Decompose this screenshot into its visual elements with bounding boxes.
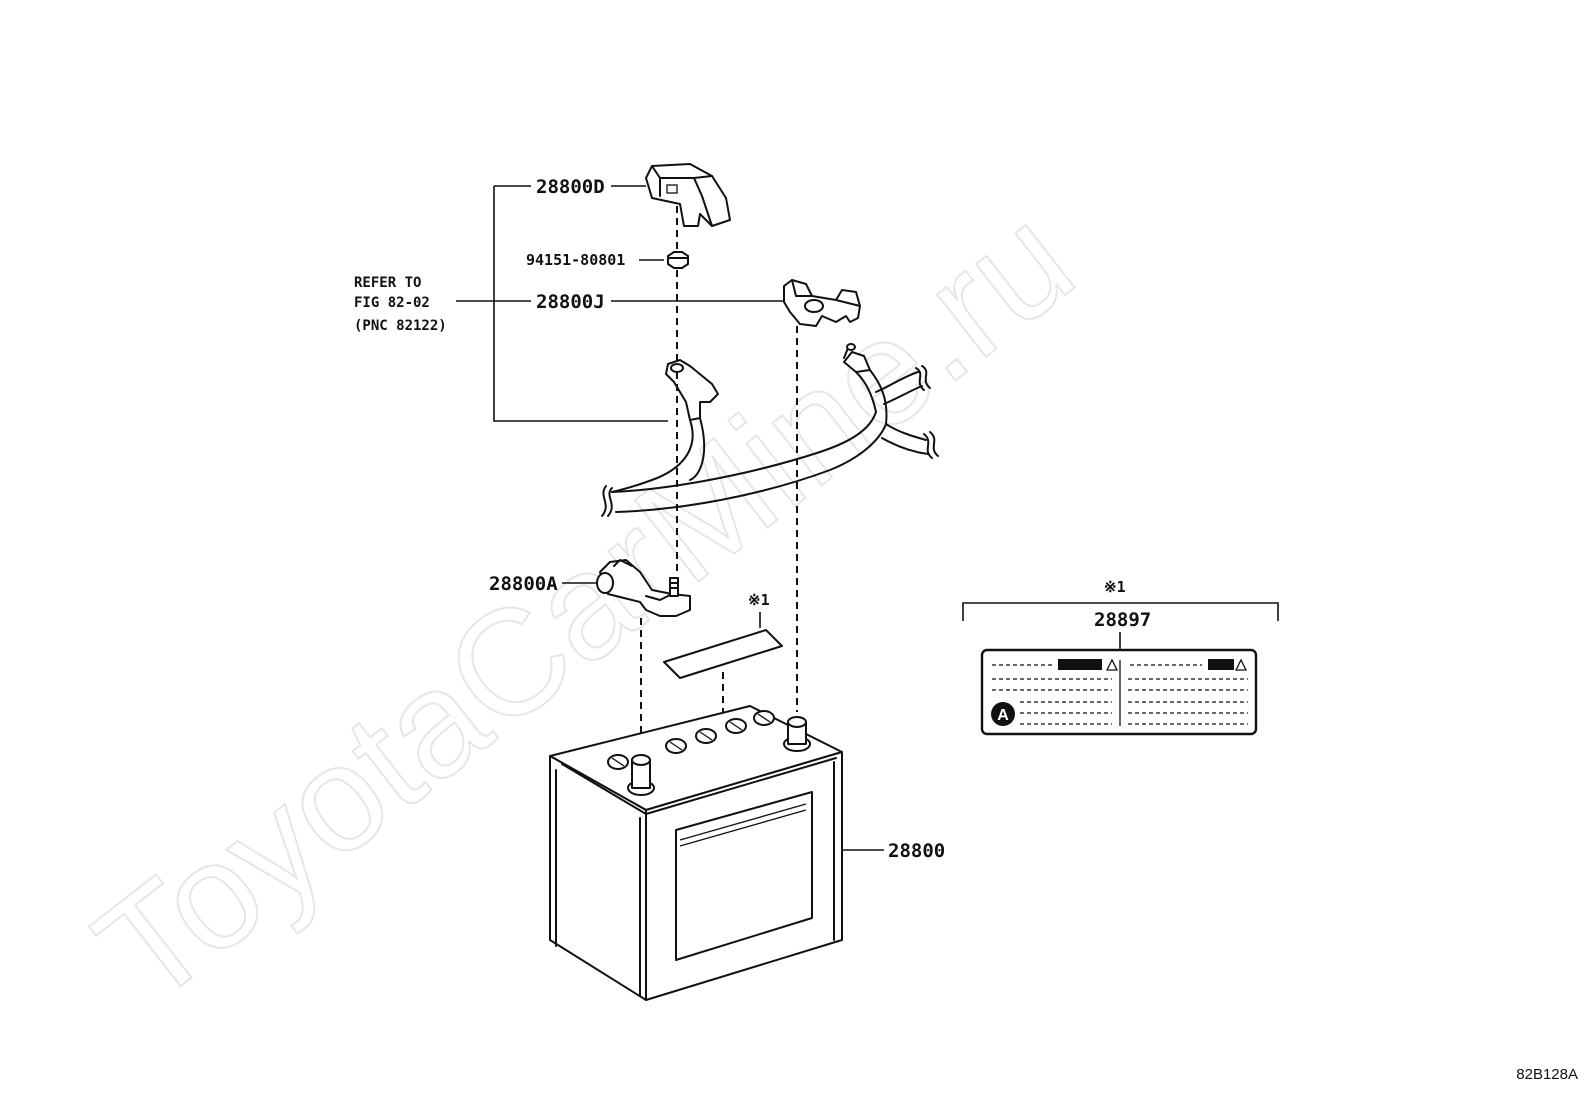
nut-94151-80801 <box>667 251 689 269</box>
refer-note-line2: FIG 82-02 <box>354 295 430 311</box>
terminal-clamp-28800A <box>596 559 691 617</box>
battery-positive-post <box>783 716 811 752</box>
part-label-28897[interactable]: 28897 <box>1094 609 1151 631</box>
refer-note-line1: REFER TO <box>354 275 421 291</box>
note-mark-label-strip: ※1 <box>748 591 770 609</box>
warning-label-plate-28897: A <box>980 648 1258 736</box>
part-label-28800D[interactable]: 28800D <box>536 176 605 198</box>
battery-cable-harness <box>601 343 939 574</box>
refer-bracket <box>456 185 668 422</box>
refer-note-line3: (PNC 82122) <box>354 318 447 334</box>
illustration-code: 82B128A <box>1516 1066 1578 1083</box>
battery-28800 <box>549 705 843 1001</box>
label-marker-letter: A <box>997 707 1009 724</box>
part-label-28800J[interactable]: 28800J <box>536 291 605 313</box>
part-label-94151-80801[interactable]: 94151-80801 <box>526 251 625 269</box>
battery-negative-post <box>627 754 655 796</box>
terminal-clamp-28800J <box>783 279 861 327</box>
terminal-cover-28800D <box>645 163 731 227</box>
warning-strip <box>663 629 783 679</box>
note-mark-label-28897: ※1 <box>1104 578 1126 596</box>
label-marker-circle <box>991 702 1015 726</box>
battery-vent-caps <box>607 710 775 770</box>
part-label-28800[interactable]: 28800 <box>888 840 945 862</box>
part-label-28800A[interactable]: 28800A <box>489 573 558 595</box>
